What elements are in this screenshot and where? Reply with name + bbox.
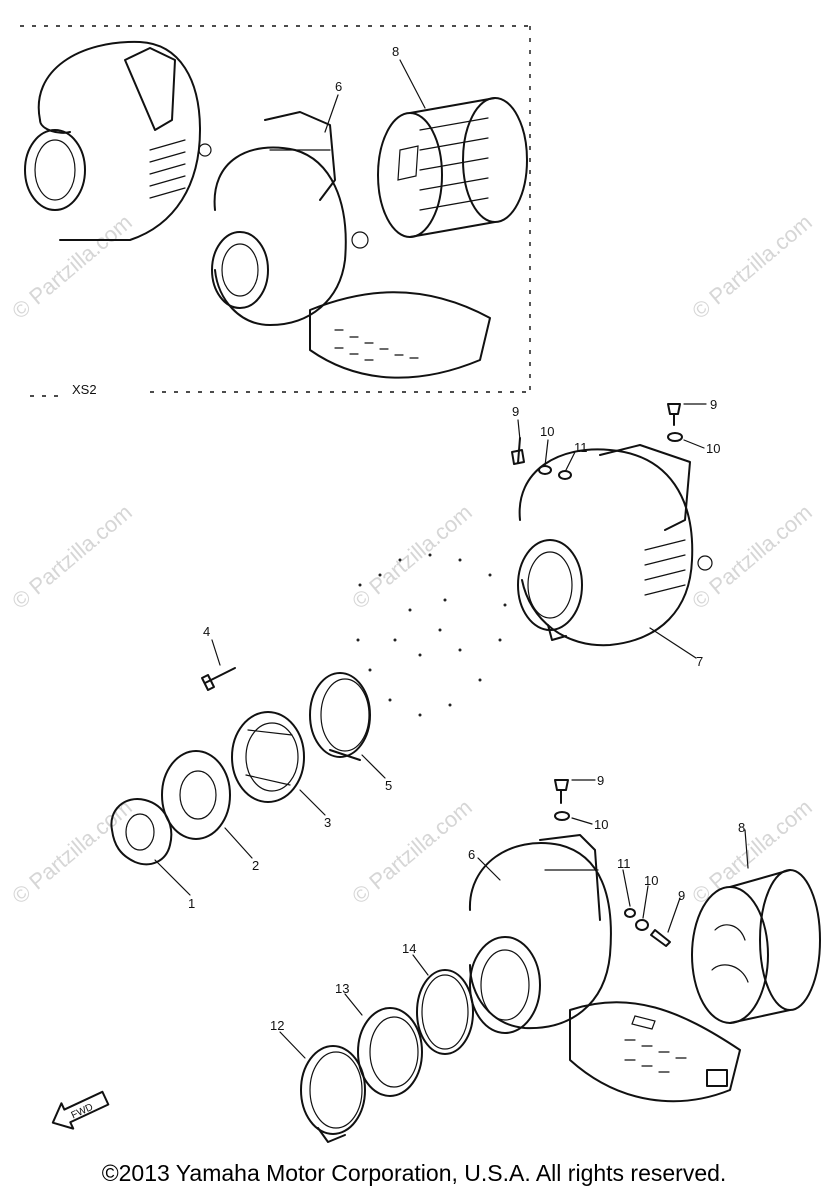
callout-3: 3	[324, 815, 331, 830]
callouts: 8 6 9 10 11 9 10 7 4 5 3 2 1 9 10 8 6 11…	[188, 44, 745, 1033]
callout-10: 10	[644, 873, 658, 888]
callout-9: 9	[678, 888, 685, 903]
clamp-12	[300, 1045, 366, 1143]
bottom-airbox-6	[468, 834, 741, 1103]
callout-5: 5	[385, 778, 392, 793]
leader-lines	[154, 59, 749, 1059]
watermark: © Partzilla.com	[347, 499, 477, 613]
watermark: © Partzilla.com	[7, 209, 137, 323]
callout-8: 8	[392, 44, 399, 59]
callout-10: 10	[540, 424, 554, 439]
gasket-1	[110, 798, 173, 866]
callout-12: 12	[270, 1018, 284, 1033]
inset-border	[20, 25, 531, 397]
joint-13	[357, 1007, 423, 1097]
callout-1: 1	[188, 896, 195, 911]
bolts-upper	[511, 403, 683, 480]
bottom-filter-8	[691, 869, 821, 1024]
watermark: © Partzilla.com	[687, 209, 817, 323]
callout-6: 6	[468, 847, 475, 862]
callout-8: 8	[738, 820, 745, 835]
clamp-5	[309, 672, 371, 761]
top-airbox-6	[211, 111, 491, 379]
fwd-arrow: FWD	[51, 1090, 110, 1130]
callout-11: 11	[574, 440, 588, 455]
callout-2: 2	[252, 858, 259, 873]
o-ring-14	[416, 969, 474, 1055]
callout-9: 9	[512, 404, 519, 419]
callout-14: 14	[402, 941, 416, 956]
callout-10: 10	[594, 817, 608, 832]
callout-4: 4	[203, 624, 210, 639]
bolts-lower	[554, 779, 671, 947]
callout-9: 9	[710, 397, 717, 412]
watermark: © Partzilla.com	[347, 794, 477, 908]
inset-label: XS2	[72, 382, 97, 397]
copyright-notice: ©2013 Yamaha Motor Corporation, U.S.A. A…	[101, 1160, 727, 1186]
callout-6: 6	[335, 79, 342, 94]
bolt-4	[201, 667, 236, 691]
callout-11: 11	[617, 856, 631, 871]
top-cover-partial	[24, 40, 212, 241]
callout-13: 13	[335, 981, 349, 996]
joint-3	[231, 711, 305, 803]
watermark: © Partzilla.com	[7, 794, 137, 908]
top-filter-8	[377, 97, 528, 238]
watermark: © Partzilla.com	[7, 499, 137, 613]
callout-10: 10	[706, 441, 720, 456]
spacer-2	[161, 750, 231, 840]
callout-7: 7	[696, 654, 703, 669]
watermark: © Partzilla.com	[687, 794, 817, 908]
air-cleaner-cover-7	[517, 444, 713, 647]
watermarks: © Partzilla.com © Partzilla.com © Partzi…	[7, 209, 817, 908]
carburetor-ghost	[356, 553, 507, 717]
callout-9: 9	[597, 773, 604, 788]
